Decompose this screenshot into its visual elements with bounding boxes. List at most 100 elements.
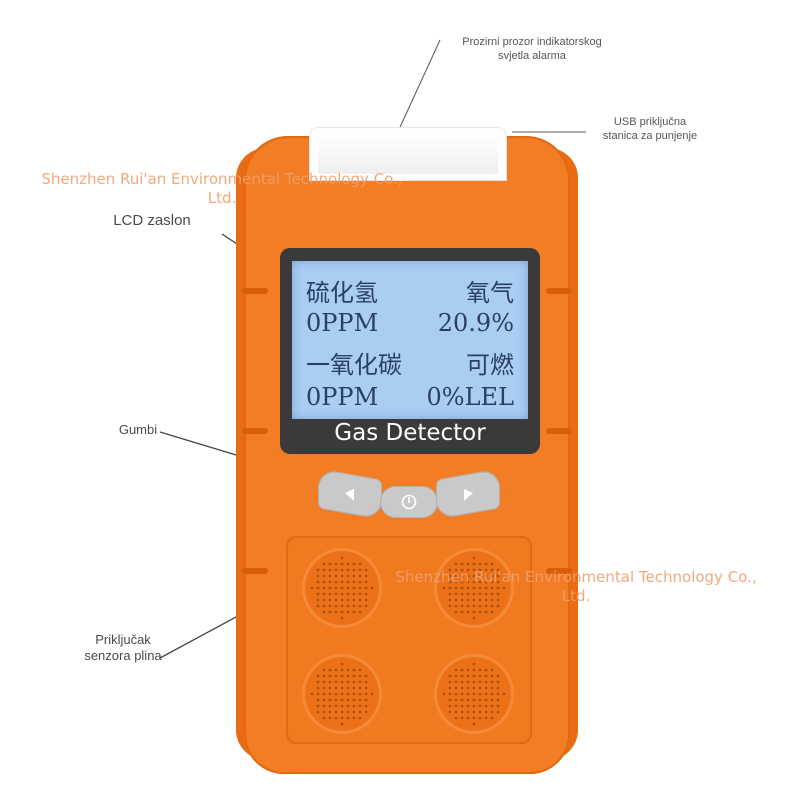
grille-hole [454,710,458,714]
grille-hole [352,686,356,690]
grille-hole [340,668,344,672]
grille-hole [466,704,470,708]
grille-hole [340,616,344,620]
grille-hole [328,610,332,614]
grille-hole [334,604,338,608]
grille-hole [328,668,332,672]
grille-hole [466,562,470,566]
grille-hole [490,686,494,690]
grille-hole [346,568,350,572]
grille-hole [316,592,320,596]
grille-hole [466,674,470,678]
grille-hole [442,692,446,696]
grille-hole [448,698,452,702]
callout-buttons: Gumbi [118,422,158,437]
grille-hole [460,574,464,578]
grille-hole [478,574,482,578]
grille-hole [316,598,320,602]
grille-hole [322,698,326,702]
grille-hole [352,604,356,608]
grille-hole [364,704,368,708]
grille-hole [346,586,350,590]
grille-hole [346,604,350,608]
grille-hole [364,686,368,690]
grip-ridge [546,428,572,434]
grille-hole [454,580,458,584]
grille-hole [358,574,362,578]
grille-hole [352,562,356,566]
grille-hole [484,710,488,714]
grille-hole [328,716,332,720]
grille-hole [490,692,494,696]
grille-hole [334,698,338,702]
speaker-grille-icon [310,556,374,620]
grille-hole [466,586,470,590]
grille-hole [334,568,338,572]
grille-hole [448,704,452,708]
grille-hole [472,580,476,584]
grille-hole [340,674,344,678]
grille-hole [322,586,326,590]
grille-hole [346,562,350,566]
grille-hole [346,704,350,708]
grille-hole [352,680,356,684]
grille-hole [490,674,494,678]
grille-hole [466,592,470,596]
grille-hole [340,680,344,684]
grille-hole [472,598,476,602]
grille-hole [358,710,362,714]
grille-hole [322,568,326,572]
grille-hole [484,668,488,672]
grille-hole [484,674,488,678]
grille-hole [472,698,476,702]
grille-hole [460,716,464,720]
grille-hole [472,692,476,696]
grille-hole [484,704,488,708]
lcd-screen: 硫化氢 氧气 0PPM 20.9% 一氧化碳 可燃 0PPM 0%LEL [292,261,528,419]
grille-hole [478,592,482,596]
grille-hole [316,692,320,696]
grille-hole [472,586,476,590]
grille-hole [490,574,494,578]
grille-hole [364,574,368,578]
grille-hole [346,716,350,720]
grille-hole [466,692,470,696]
grille-hole [454,692,458,696]
grille-hole [484,698,488,702]
grille-hole [340,580,344,584]
grille-hole [340,698,344,702]
grille-hole [358,692,362,696]
grille-hole [496,586,500,590]
grille-hole [496,574,500,578]
grille-hole [484,692,488,696]
grille-hole [364,680,368,684]
grille-hole [352,668,356,672]
grille-hole [334,680,338,684]
grille-hole [370,692,374,696]
right-button[interactable] [436,468,500,520]
grille-hole [454,686,458,690]
grille-hole [478,710,482,714]
grille-hole [472,592,476,596]
grille-hole [466,698,470,702]
power-button[interactable] [380,486,438,518]
lcd-gas-label-o2: 氧气 [466,279,514,307]
grille-hole [454,592,458,596]
grille-hole [340,710,344,714]
grille-hole [370,586,374,590]
grille-hole [460,562,464,566]
left-button[interactable] [318,468,382,520]
grille-hole [460,586,464,590]
grille-hole [484,586,488,590]
grille-hole [340,556,344,560]
grille-hole [496,692,500,696]
grille-hole [472,710,476,714]
grille-hole [448,710,452,714]
lcd-gas-label-lel: 可燃 [466,351,514,379]
grille-hole [352,598,356,602]
grille-hole [328,574,332,578]
grille-hole [478,562,482,566]
grille-hole [478,716,482,720]
grille-hole [364,710,368,714]
grille-hole [346,698,350,702]
